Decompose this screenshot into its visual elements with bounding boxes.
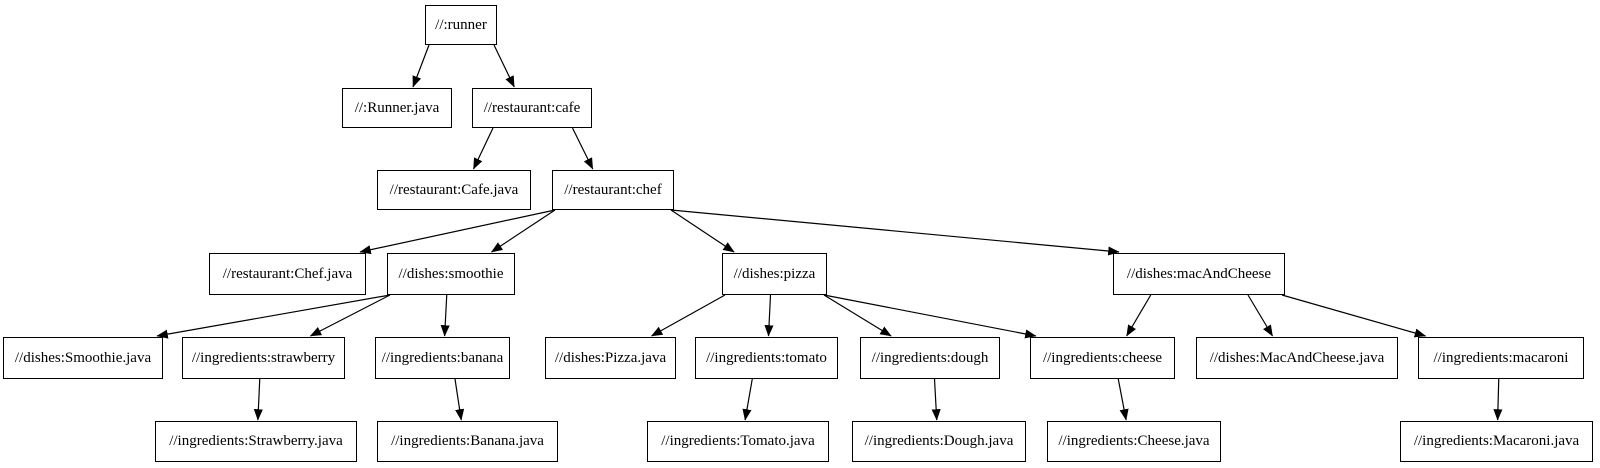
edge-macaroni-to-macaroni-java — [1493, 378, 1503, 421]
node-cheese: //ingredients:cheese — [1030, 337, 1175, 379]
edge-tomato-to-tomato-java — [742, 378, 753, 421]
node-mac-and-cheese-java: //dishes:MacAndCheese.java — [1196, 337, 1398, 379]
node-pizza: //dishes:pizza — [722, 253, 827, 295]
node-chef-java: //restaurant:Chef.java — [209, 253, 366, 295]
node-chef: //restaurant:chef — [552, 170, 674, 210]
node-cafe-java: //restaurant:Cafe.java — [377, 170, 531, 210]
edge-runner-to-runner-java — [412, 44, 430, 88]
node-mac-and-cheese: //dishes:macAndCheese — [1113, 253, 1285, 295]
edge-chef-to-pizza — [670, 209, 735, 253]
edge-pizza-to-pizza-java — [650, 294, 726, 337]
edge-mac-and-cheese-to-macaroni — [1281, 294, 1427, 338]
edge-cheese-to-cheese-java — [1117, 378, 1129, 421]
edge-pizza-to-cheese — [823, 294, 1037, 339]
edge-smoothie-to-smoothie-java — [156, 294, 391, 339]
node-macaroni-java: //ingredients:Macaroni.java — [1400, 421, 1593, 462]
node-tomato: //ingredients:tomato — [695, 337, 838, 379]
edge-mac-and-cheese-to-cheese — [1126, 294, 1152, 337]
edge-cafe-to-chef — [571, 127, 594, 170]
node-smoothie: //dishes:smoothie — [387, 253, 515, 295]
edge-chef-to-mac-and-cheese — [670, 209, 1120, 256]
edge-strawberry-to-strawberry-java — [253, 378, 263, 421]
node-tomato-java: //ingredients:Tomato.java — [647, 421, 829, 462]
edge-mac-and-cheese-to-mac-and-cheese-java — [1247, 294, 1274, 337]
node-runner-java: //:Runner.java — [342, 88, 452, 128]
node-macaroni: //ingredients:macaroni — [1418, 337, 1584, 379]
edge-smoothie-to-banana — [440, 294, 450, 337]
edge-chef-to-chef-java — [359, 209, 556, 255]
edge-banana-to-banana-java — [454, 378, 465, 421]
edge-cafe-to-cafe-java — [472, 127, 494, 170]
node-cheese-java: //ingredients:Cheese.java — [1047, 421, 1221, 462]
node-cafe: //restaurant:cafe — [472, 88, 592, 128]
node-runner: //:runner — [425, 5, 497, 45]
edge-group — [156, 44, 1503, 421]
edge-dough-to-dough-java — [931, 378, 941, 421]
edge-smoothie-to-strawberry — [309, 294, 391, 337]
edge-pizza-to-dough — [823, 294, 892, 337]
node-dough-java: //ingredients:Dough.java — [852, 421, 1026, 462]
node-strawberry: //ingredients:strawberry — [182, 337, 345, 379]
node-strawberry-java: //ingredients:Strawberry.java — [155, 421, 357, 462]
edge-runner-to-cafe — [493, 44, 515, 88]
node-banana-java: //ingredients:Banana.java — [377, 421, 558, 462]
node-dough: //ingredients:dough — [860, 337, 1000, 379]
node-pizza-java: //dishes:Pizza.java — [545, 337, 676, 379]
edge-pizza-to-tomato — [764, 294, 774, 337]
node-smoothie-java: //dishes:Smoothie.java — [3, 337, 163, 379]
edge-chef-to-smoothie — [490, 209, 556, 253]
node-banana: //ingredients:banana — [375, 337, 510, 379]
